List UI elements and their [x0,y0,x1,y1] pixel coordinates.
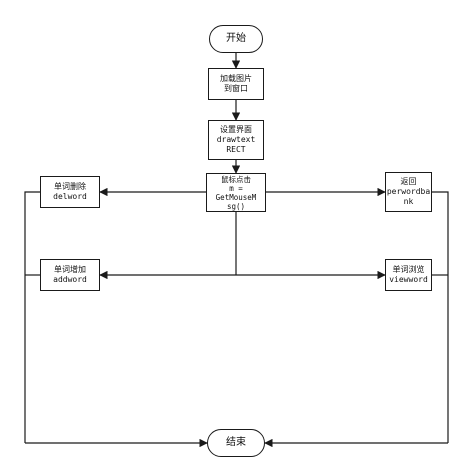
end-label: 结束 [226,437,246,448]
mouse-click-node: 鼠标点击 m = GetMouseM sg() [206,173,266,212]
delete-line-1: 单词删除 [54,182,86,191]
browse-line-2: viewword [389,275,428,284]
add-line-2: addword [53,275,87,284]
back-line-3: nk [403,197,414,206]
word-delete-node: 单词删除 delword [40,176,100,208]
back-line-2: perwordba [386,187,431,196]
setup-line-1: 设置界面 [220,125,252,134]
setup-interface-node: 设置界面 drawtext RECT [208,120,264,160]
browse-line-1: 单词浏览 [392,265,425,274]
setup-line-3: RECT [226,145,246,154]
delete-line-2: delword [53,192,87,201]
mouse-line-1: 鼠标点击 [221,174,251,184]
back-line-1: 返回 [400,177,417,186]
mouse-line-3: GetMouseM [215,192,257,202]
load-image-node: 加载图片 到窗口 [208,68,264,100]
setup-line-2: drawtext [216,135,256,144]
back-return-line [432,191,449,443]
load-line-2: 到窗口 [224,84,248,93]
word-browse-node: 单词浏览 viewword [385,259,432,291]
mouse-line-2: m = [229,183,243,193]
back-node: 返回 perwordba nk [385,172,432,212]
load-line-1: 加载图片 [220,74,252,83]
mouse-line-4: sg() [226,201,246,211]
word-add-node: 单词增加 addword [40,259,100,291]
start-node: 开始 [209,25,263,53]
start-label: 开始 [226,33,246,44]
end-node: 结束 [207,429,265,457]
add-line-1: 单词增加 [54,265,86,274]
delete-return-line [24,191,40,443]
